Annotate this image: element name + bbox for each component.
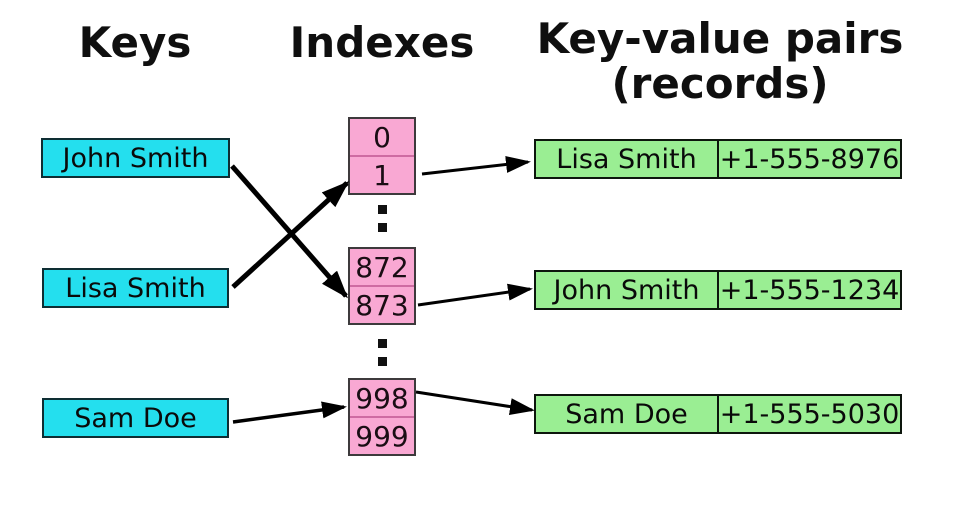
- record-phone-cell: +1-555-8976: [719, 143, 900, 175]
- indexes-heading: Indexes: [289, 18, 475, 67]
- record-name-cell: Sam Doe: [536, 396, 719, 432]
- arrow-john-to-index-873: [230, 164, 348, 299]
- key-value-pairs-heading-line1: Key-value pairs: [536, 14, 904, 63]
- key-value-pairs-heading: Key-value pairs (records): [534, 16, 906, 106]
- record-row-john-smith: John Smith +1-555-1234: [534, 270, 902, 310]
- index-cell-872: 872: [355, 250, 409, 284]
- key-box-sam-doe: Sam Doe: [42, 398, 229, 438]
- index-stack-top: 0 1: [348, 117, 416, 195]
- index-stack-middle: 872 873: [348, 247, 416, 325]
- key-box-john-smith: John Smith: [41, 138, 230, 178]
- key-label: Lisa Smith: [65, 272, 206, 304]
- record-name-cell: Lisa Smith: [536, 141, 719, 177]
- record-phone-cell: +1-555-1234: [719, 274, 900, 306]
- ellipsis-dot: [378, 357, 387, 366]
- arrow-sam-to-index-998: [232, 401, 347, 424]
- record-row-sam-doe: Sam Doe +1-555-5030: [534, 394, 902, 434]
- key-label: John Smith: [62, 142, 209, 174]
- index-cell-1: 1: [350, 155, 414, 193]
- arrow-index-873-to-record-john: [417, 283, 533, 307]
- index-cell-999: 999: [350, 416, 414, 454]
- vertical-ellipsis-icon: [378, 205, 387, 241]
- record-row-lisa-smith: Lisa Smith +1-555-8976: [534, 139, 902, 179]
- arrow-index-998-to-record-sam: [415, 390, 535, 416]
- vertical-ellipsis-icon: [378, 339, 387, 375]
- index-cell-873: 873: [350, 285, 414, 323]
- ellipsis-dot: [378, 223, 387, 232]
- arrow-lisa-to-index-1: [231, 180, 350, 289]
- index-cell-998: 998: [355, 381, 409, 415]
- ellipsis-dot: [378, 205, 387, 214]
- record-name-cell: John Smith: [536, 272, 719, 308]
- keys-heading: Keys: [78, 18, 192, 67]
- record-phone-cell: +1-555-5030: [719, 398, 900, 430]
- key-box-lisa-smith: Lisa Smith: [42, 268, 229, 308]
- ellipsis-dot: [378, 339, 387, 348]
- index-stack-bottom: 998 999: [348, 378, 416, 456]
- key-label: Sam Doe: [74, 402, 197, 434]
- index-cell-0: 0: [373, 120, 391, 154]
- key-value-pairs-heading-line2: (records): [611, 59, 829, 108]
- arrow-index-1-to-record-lisa: [421, 156, 531, 176]
